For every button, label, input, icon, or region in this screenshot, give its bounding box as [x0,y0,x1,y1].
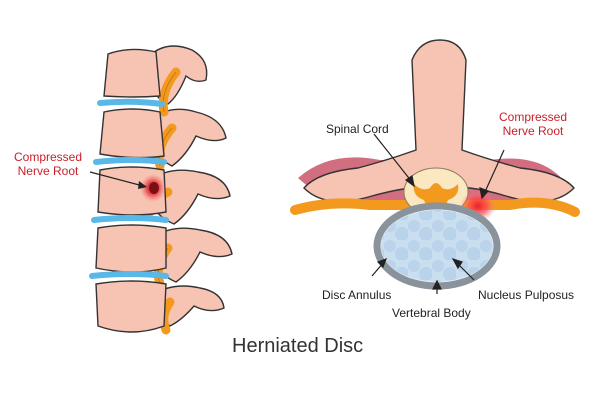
spinal-cord-label: Spinal Cord [326,122,389,136]
right-compressed-nerve-label: Compressed Nerve Root [488,110,578,138]
left-compressed-nerve-label: Compressed Nerve Root [6,150,90,178]
lateral-spine-view [89,45,233,335]
left-compressed-arrow [89,171,144,187]
cross-section-view [290,39,580,294]
diagram-title: Herniated Disc [232,335,364,357]
disc-annulus-label: Disc Annulus [322,288,392,302]
vertebral-bodies [95,48,167,333]
label-arrows [371,133,505,294]
vertebral-body-label: Vertebral Body [392,306,471,320]
right-compressed-line1: Compressed [498,110,568,124]
left-compressed-line2: Nerve Root [17,164,79,178]
vertebral-arch [303,39,575,203]
intervertebral-disc [373,202,501,290]
left-compressed-line1: Compressed [13,150,83,164]
nucleus-pulposus-label: Nucleus Pulposus [478,288,575,302]
intervertebral-discs [89,98,169,279]
right-compressed-line2: Nerve Root [502,124,564,138]
